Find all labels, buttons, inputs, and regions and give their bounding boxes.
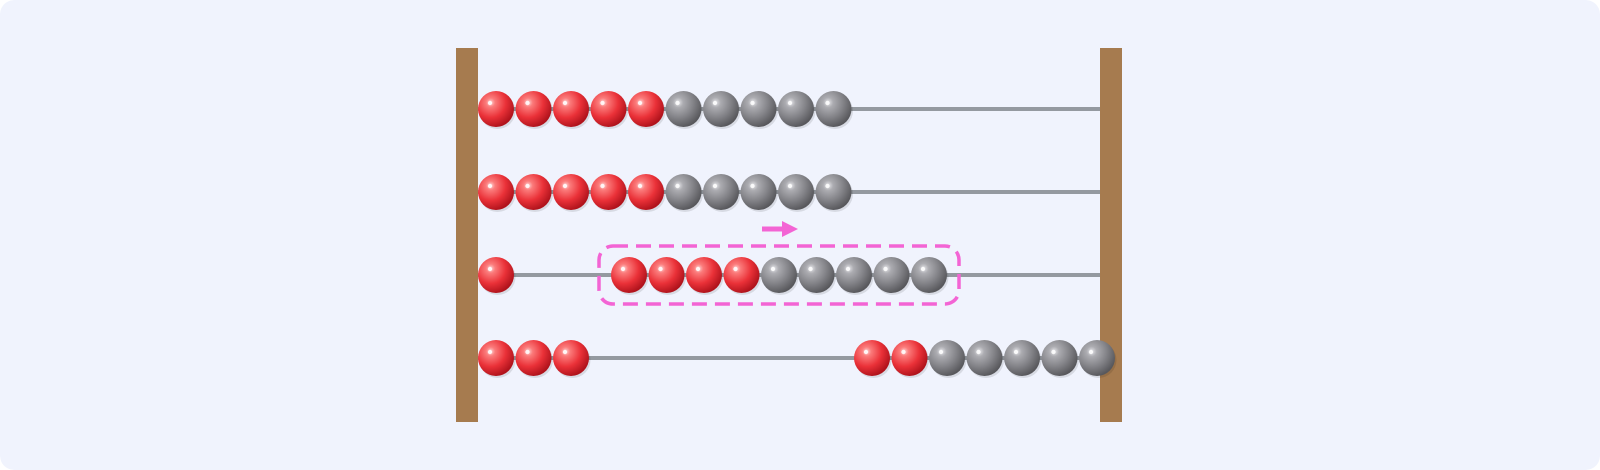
red-bead[interactable]	[628, 174, 666, 212]
gray-bead[interactable]	[1004, 340, 1042, 378]
red-bead[interactable]	[590, 174, 629, 212]
red-bead[interactable]	[515, 174, 554, 212]
gray-bead[interactable]	[1079, 340, 1117, 378]
gray-bead[interactable]	[911, 257, 949, 295]
gray-bead[interactable]	[929, 340, 967, 378]
red-bead[interactable]	[478, 91, 516, 129]
red-bead[interactable]	[628, 91, 666, 129]
right-frame-post	[1100, 48, 1122, 422]
red-bead[interactable]	[515, 91, 554, 129]
gray-bead[interactable]	[966, 340, 1005, 378]
red-bead[interactable]	[723, 257, 762, 295]
red-bead[interactable]	[611, 257, 649, 295]
gray-bead[interactable]	[665, 91, 704, 129]
red-bead[interactable]	[854, 340, 892, 378]
red-bead[interactable]	[553, 91, 591, 129]
red-bead[interactable]	[478, 340, 516, 378]
gray-bead[interactable]	[836, 257, 874, 295]
arrow-right-icon	[762, 221, 798, 237]
gray-bead[interactable]	[798, 257, 837, 295]
gray-bead[interactable]	[815, 91, 854, 129]
highlight-box	[597, 244, 961, 306]
gray-bead[interactable]	[761, 257, 799, 295]
red-bead[interactable]	[553, 174, 591, 212]
red-bead[interactable]	[891, 340, 930, 378]
gray-bead[interactable]	[815, 174, 854, 212]
gray-bead[interactable]	[873, 257, 912, 295]
gray-bead[interactable]	[740, 174, 779, 212]
red-bead[interactable]	[478, 257, 516, 295]
red-bead[interactable]	[590, 91, 629, 129]
gray-bead[interactable]	[740, 91, 779, 129]
gray-bead[interactable]	[703, 174, 741, 212]
red-bead[interactable]	[478, 174, 516, 212]
red-bead[interactable]	[553, 340, 591, 378]
gray-bead[interactable]	[703, 91, 741, 129]
red-bead[interactable]	[648, 257, 687, 295]
red-bead[interactable]	[515, 340, 554, 378]
gray-bead[interactable]	[1041, 340, 1080, 378]
gray-bead[interactable]	[665, 174, 704, 212]
gray-bead[interactable]	[778, 91, 816, 129]
red-bead[interactable]	[686, 257, 724, 295]
gray-bead[interactable]	[778, 174, 816, 212]
left-frame-post	[456, 48, 478, 422]
